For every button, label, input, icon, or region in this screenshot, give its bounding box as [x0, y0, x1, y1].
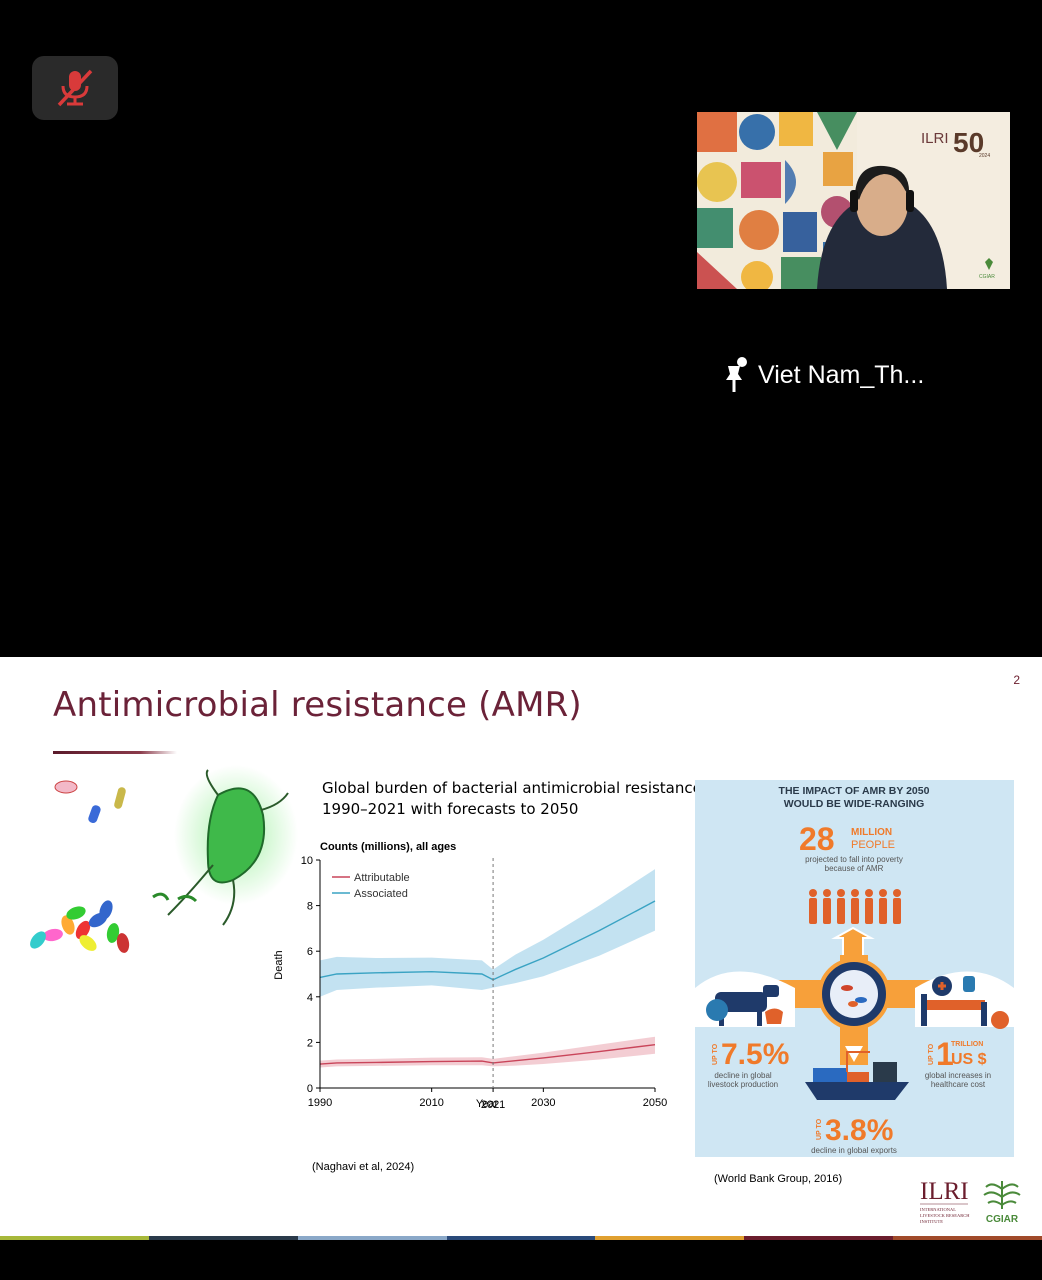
attributable-uncertainty-band: [320, 1036, 655, 1068]
bacteria-illustration: [30, 765, 298, 953]
cargo-ship-icon: [805, 1051, 909, 1100]
tile-logo-text: ILRI: [921, 130, 949, 147]
livestock-desc-1: decline in global: [714, 1071, 772, 1080]
participant-name: Viet Nam_Th...: [758, 360, 925, 389]
y-tick-label: 4: [307, 992, 313, 1004]
participant-video-tile[interactable]: ILRI 50 2024 CGIAR: [697, 112, 1010, 289]
cgiar-logo: CGIAR: [983, 1181, 1021, 1225]
livestock-desc-2: livestock production: [708, 1080, 778, 1089]
cgiar-leaf-icon: [985, 258, 993, 270]
ilri-logo: ILRI INTERNATIONAL LIVESTOCK RESEARCH IN…: [920, 1178, 970, 1224]
y-tick-label: 2: [307, 1037, 313, 1049]
exports-upto: UP TO: [816, 1118, 823, 1140]
people-desc-1: projected to fall into poverty: [805, 855, 903, 864]
infographic-heading-1: THE IMPACT OF AMR BY 2050: [779, 785, 930, 797]
y-axis-label: Death: [273, 950, 285, 979]
attributable-series-line: [319, 1043, 656, 1065]
people-unit-1: MILLION: [851, 827, 892, 838]
associated-series-line: [319, 900, 656, 981]
infographic-heading-2: WOULD BE WIDE-RANGING: [784, 798, 925, 810]
arrow-down-icon: [845, 1046, 863, 1062]
chart-title: Counts (millions), all ages: [320, 841, 456, 853]
livestock-icon: [706, 985, 783, 1026]
citation-left: (Naghavi et al, 2024): [312, 1161, 415, 1173]
ilri-logo-text: ILRI: [920, 1178, 969, 1205]
arrow-up-icon: [831, 926, 875, 959]
legend-label: Attributable: [354, 872, 410, 884]
chart-caption: Global burden of bacterial antimicrobial…: [322, 778, 702, 820]
x-axis-label: Year: [476, 1098, 499, 1110]
ilri-logo-sub-2: LIVESTOCK RESEARCH: [920, 1213, 970, 1218]
x-tick-label: 2030: [531, 1097, 555, 1109]
chart-caption-line1: Global burden of bacterial antimicrobial…: [322, 779, 702, 797]
health-upto: UP TO: [928, 1043, 935, 1065]
people-desc-2: because of AMR: [825, 864, 884, 873]
ilri-logo-sub-1: INTERNATIONAL: [920, 1207, 956, 1212]
people-unit-2: PEOPLE: [851, 839, 895, 851]
x-tick-label: 2050: [643, 1097, 667, 1109]
slide-page-number: 2: [1013, 673, 1020, 687]
amr-deaths-chart: Counts (millions), all ages 0 2 4 6 8 10 1990 2…: [273, 841, 667, 1111]
health-unit-2: US $: [951, 1051, 987, 1068]
exports-desc: decline in global exports: [811, 1146, 897, 1155]
shared-slide: 2 Antimicrobial resistance (AMR): [0, 657, 1042, 1240]
y-tick-label: 6: [307, 946, 313, 958]
tile-logo-number: 50: [953, 127, 984, 158]
falling-pill: [54, 780, 78, 794]
tile-logo-year: 2024: [979, 153, 990, 159]
pin-icon: [726, 357, 747, 392]
chart-caption-line2: 1990–2021 with forecasts to 2050: [322, 800, 579, 818]
x-tick-label: 1990: [308, 1097, 332, 1109]
amr-impact-infographic: THE IMPACT OF AMR BY 2050 WOULD BE WIDE-…: [695, 780, 1014, 1157]
ilri-logo-sub-3: INSTITUTE: [920, 1219, 943, 1224]
participant-name-row[interactable]: Viet Nam_Th...: [722, 356, 924, 394]
livestock-upto: UP TO: [712, 1043, 719, 1065]
citation-right: (World Bank Group, 2016): [714, 1173, 843, 1185]
title-underline: [53, 751, 177, 754]
falling-capsule: [114, 787, 126, 809]
microphone-muted-icon: [57, 69, 93, 107]
y-tick-label: 8: [307, 901, 313, 913]
slide-title: Antimicrobial resistance (AMR): [53, 685, 582, 725]
tile-cgiar-text: CGIAR: [979, 274, 995, 280]
cgiar-logo-text: CGIAR: [986, 1214, 1019, 1225]
livestock-value: 7.5%: [721, 1038, 789, 1071]
y-tick-label: 0: [307, 1083, 313, 1095]
hospital-icon: [921, 976, 1009, 1029]
mute-microphone-button[interactable]: [32, 56, 118, 120]
people-number: 28: [799, 821, 835, 857]
health-desc-2: healthcare cost: [931, 1080, 986, 1089]
health-unit-1: TRILLION: [951, 1041, 983, 1048]
associated-uncertainty-band: [320, 869, 655, 997]
exports-value: 3.8%: [825, 1114, 893, 1147]
legend-label: Associated: [354, 888, 408, 900]
people-icon-row: [809, 889, 901, 924]
slide-footer-stripe: [0, 1236, 1042, 1240]
health-desc-1: global increases in: [925, 1071, 991, 1080]
pill-pile: [30, 900, 130, 953]
video-background: ILRI 50 2024 CGIAR: [697, 112, 1010, 289]
falling-capsule: [88, 805, 101, 824]
y-tick-label: 10: [301, 855, 313, 867]
cgiar-leaf-icon: [983, 1181, 1021, 1209]
health-value: 1: [936, 1036, 954, 1072]
x-tick-label: 2021: [481, 1099, 505, 1111]
x-tick-label: 2010: [419, 1097, 443, 1109]
